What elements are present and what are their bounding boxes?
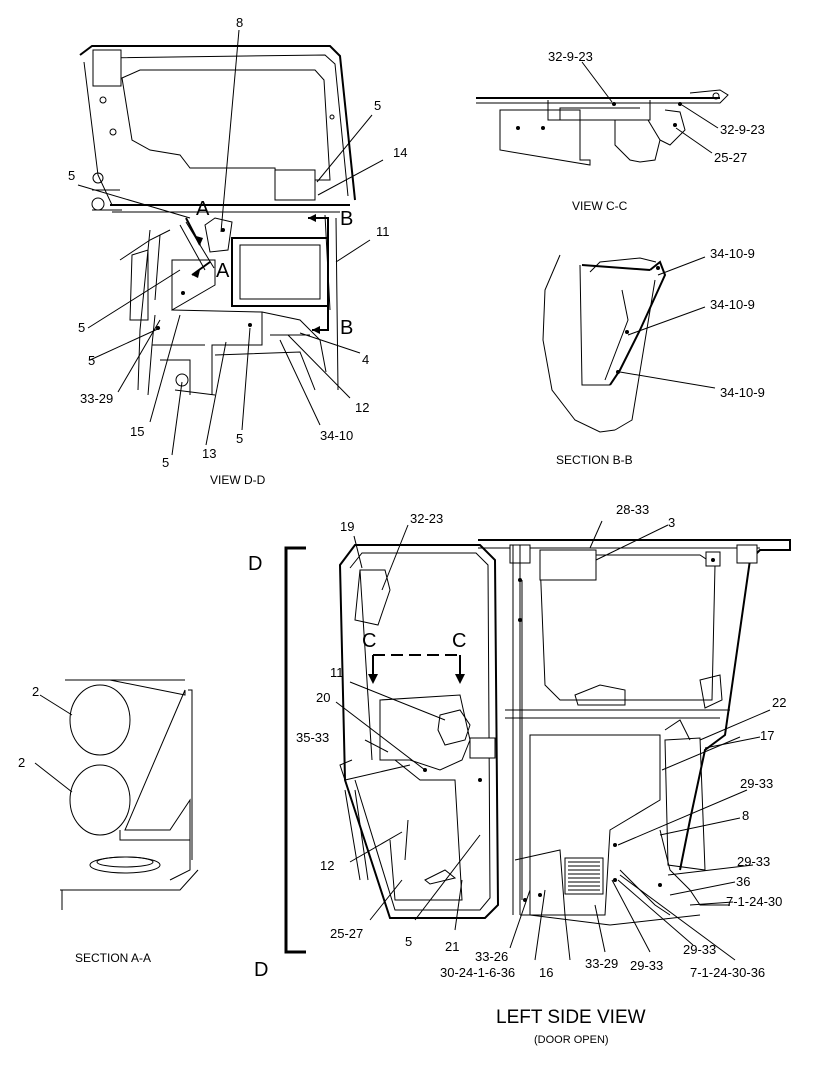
callout-14: 14	[393, 145, 407, 160]
callout-17: 17	[760, 728, 774, 743]
callout-29-33: 29-33	[740, 776, 773, 791]
callout-29-33: 29-33	[737, 854, 770, 869]
cut-letter-d: D	[254, 959, 268, 981]
callout-34-10-9: 34-10-9	[710, 246, 755, 261]
callout-25-27: 25-27	[330, 926, 363, 941]
callout-32-9-23: 32-9-23	[720, 122, 765, 137]
view-cc-drawing	[476, 89, 729, 166]
callout-29-33: 29-33	[630, 958, 663, 973]
callout-12: 12	[355, 400, 369, 415]
left-side-view-callouts: 19 32-23 28-33 3 11 20 35-33 22 17 29-33…	[248, 502, 786, 1046]
vent-grille	[568, 861, 600, 891]
callout-32-23: 32-23	[410, 511, 443, 526]
callout-4: 4	[362, 352, 369, 367]
callout-11: 11	[330, 665, 344, 680]
section-bb-callouts: 34-10-9 34-10-9 34-10-9 SECTION B-B	[556, 246, 765, 467]
section-aa-title: SECTION A-A	[75, 951, 151, 965]
callout-2: 2	[18, 755, 25, 770]
callout-5: 5	[162, 455, 169, 470]
view-cc-title: VIEW C-C	[572, 199, 628, 213]
callout-35-33: 35-33	[296, 730, 329, 745]
callout-33-29: 33-29	[585, 956, 618, 971]
cut-letter-a: A	[216, 260, 230, 282]
callout-5: 5	[78, 320, 85, 335]
view-dd-callouts: 8 5 14 5 11 5 4 5 33-29 12 15 34-10 5 13…	[68, 15, 407, 487]
callout-34-10: 34-10	[320, 428, 353, 443]
cut-letter-d: D	[248, 553, 262, 575]
callout-22: 22	[772, 695, 786, 710]
callout-29-33: 29-33	[683, 942, 716, 957]
callout-12: 12	[320, 858, 334, 873]
callout-5: 5	[88, 353, 95, 368]
callout-7-1-24-30: 7-1-24-30	[726, 894, 782, 909]
cut-letter-c: C	[362, 630, 376, 652]
callout-11: 11	[376, 224, 390, 239]
door-open-subtitle: (DOOR OPEN)	[534, 1034, 609, 1046]
cut-letter-a: A	[196, 198, 210, 220]
callout-5: 5	[68, 168, 75, 183]
section-bb-title: SECTION B-B	[556, 453, 633, 467]
callout-33-26: 33-26	[475, 949, 508, 964]
callout-25-27: 25-27	[714, 150, 747, 165]
view-cc-callouts: 32-9-23 32-9-23 25-27 VIEW C-C	[548, 49, 765, 213]
callout-34-10-9: 34-10-9	[720, 385, 765, 400]
cut-letter-b: B	[340, 317, 353, 339]
view-dd-leaders	[77, 29, 384, 456]
callout-32-9-23: 32-9-23	[548, 49, 593, 64]
cut-letter-b: B	[340, 208, 353, 230]
callout-16: 16	[539, 965, 553, 980]
callout-5: 5	[405, 934, 412, 949]
callout-30-24-1-6-36: 30-24-1-6-36	[440, 965, 515, 980]
callout-33-29: 33-29	[80, 391, 113, 406]
section-bb-leaders	[619, 256, 716, 389]
left-side-view-title: LEFT SIDE VIEW	[496, 1007, 646, 1028]
callout-2: 2	[32, 684, 39, 699]
section-bb-drawing	[542, 254, 667, 433]
section-aa-leaders	[34, 694, 73, 793]
callout-19: 19	[340, 519, 354, 534]
callout-3: 3	[668, 515, 675, 530]
callout-8: 8	[236, 15, 243, 30]
callout-20: 20	[316, 690, 330, 705]
view-dd-drawing	[79, 45, 356, 396]
section-aa-drawing	[60, 679, 199, 910]
callout-5: 5	[236, 431, 243, 446]
callout-36: 36	[736, 874, 750, 889]
callout-5: 5	[374, 98, 381, 113]
view-cc-leaders	[581, 61, 719, 154]
callout-13: 13	[202, 446, 216, 461]
section-aa-callouts: 2 2 SECTION A-A	[18, 684, 151, 965]
cut-letter-c: C	[452, 630, 466, 652]
callout-21: 21	[445, 939, 459, 954]
view-dd-title: VIEW D-D	[210, 473, 266, 487]
callout-7-1-24-30-36: 7-1-24-30-36	[690, 965, 765, 980]
callout-34-10-9: 34-10-9	[710, 297, 755, 312]
callout-15: 15	[130, 424, 144, 439]
left-side-view-leaders	[335, 520, 771, 961]
callout-28-33: 28-33	[616, 502, 649, 517]
callout-8: 8	[742, 808, 749, 823]
